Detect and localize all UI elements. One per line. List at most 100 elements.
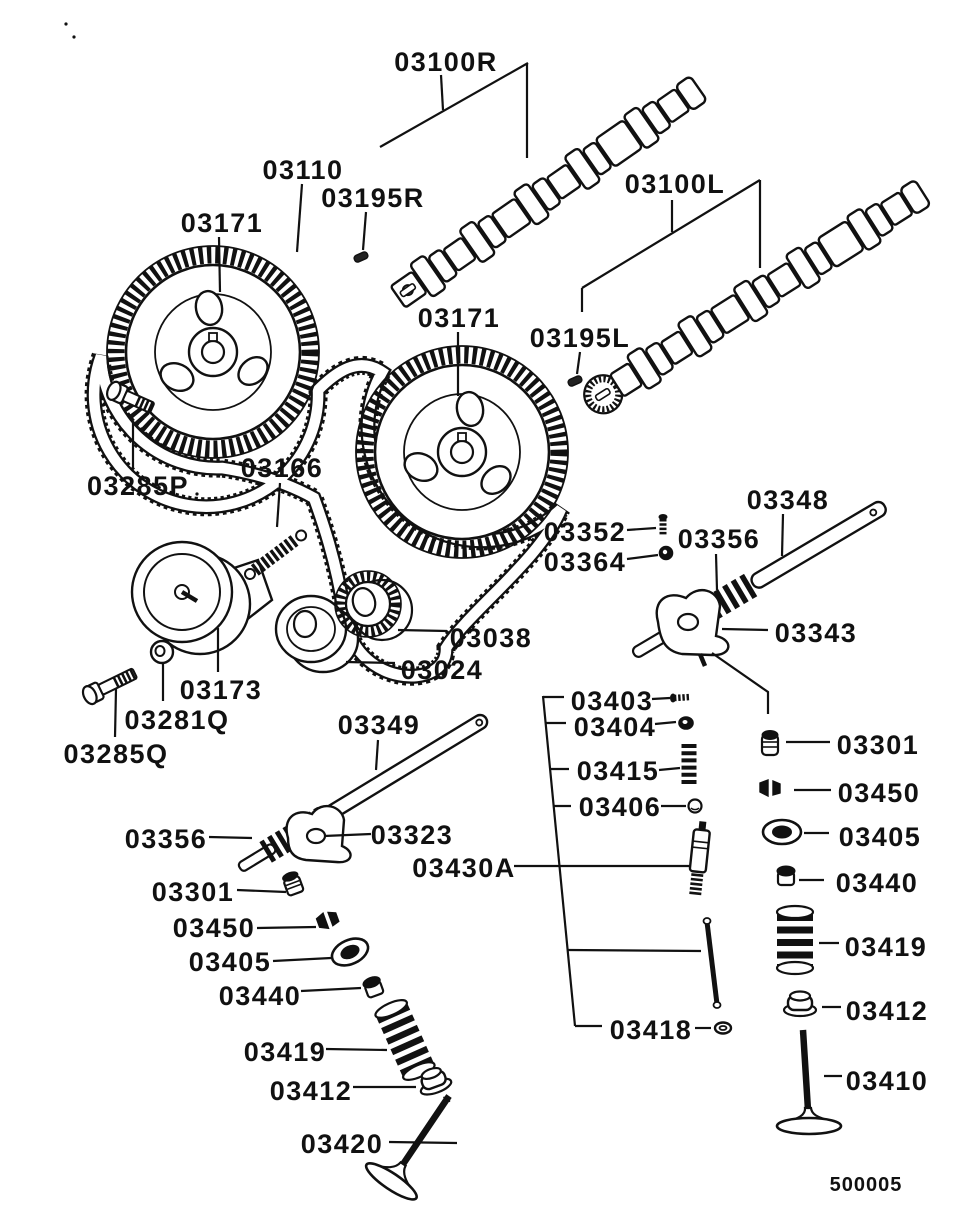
leader-03301L: [236, 888, 287, 894]
valve-stem-seal-right-drawing: [782, 990, 818, 1018]
label-03450R: 03450: [838, 778, 921, 808]
adjusting-nut-small-drawing: [658, 545, 674, 561]
part-labels: 03100R 03110 03195R 03171 03100L 03171 0…: [63, 47, 929, 1196]
valve-stem-seal-left-drawing: [419, 1066, 453, 1096]
bracket-mid-vertical: [541, 695, 577, 1027]
valve-spring-left-drawing: [374, 999, 436, 1081]
label-03410: 03410: [846, 1066, 929, 1096]
spring-retainer-left-drawing: [330, 937, 370, 967]
bolt-q-drawing: [81, 667, 138, 706]
label-03356L: 03356: [125, 824, 208, 854]
label-03343: 03343: [775, 618, 858, 648]
leader-03100R: [439, 74, 445, 111]
retainer-lock-left-drawing: [315, 911, 340, 930]
leader-03420: [388, 1140, 458, 1145]
leader-rocker-to-column: [711, 652, 770, 714]
leader-03348: [780, 513, 785, 557]
label-03404: 03404: [574, 712, 657, 742]
label-03450L: 03450: [173, 913, 256, 943]
adjuster-ball-drawing: [687, 798, 703, 814]
crank-sprocket-drawing: [334, 570, 414, 642]
leader-03195L: [575, 351, 582, 375]
leader-03419L: [325, 1047, 388, 1052]
leader-03352: [626, 526, 657, 532]
label-03323: 03323: [371, 820, 454, 850]
label-03100L: 03100L: [625, 169, 726, 199]
valve-spring-right-drawing: [775, 904, 815, 976]
leader-03349: [374, 739, 380, 771]
idler-pulley-drawing: [274, 594, 360, 674]
leader-03166: [275, 482, 282, 528]
leader-03323: [323, 832, 372, 838]
label-03171a: 03171: [181, 208, 264, 238]
bolt-p-drawing: [106, 380, 155, 414]
spring-seat-right-drawing: [776, 865, 796, 887]
rocker-arm-right-drawing: [655, 588, 730, 667]
woodruff-key-right-drawing: [353, 251, 369, 263]
label-03173: 03173: [180, 675, 263, 705]
belt-tensioner-drawing: [130, 540, 274, 656]
leader-03343: [721, 627, 769, 632]
label-03301L: 03301: [152, 877, 235, 907]
label-03195L: 03195L: [530, 323, 631, 353]
cam-sprocket-right-drawing: [355, 345, 569, 559]
camshaft-right-drawing: [390, 76, 707, 308]
rocker-arm-left-drawing: [285, 804, 352, 864]
spring-retainer-right-drawing: [761, 818, 803, 846]
bracket-tick-rod: [567, 948, 702, 953]
label-03301R: 03301: [837, 730, 920, 760]
leader-lines: [113, 62, 842, 1145]
valve-right-drawing: [775, 1029, 843, 1136]
woodruff-key-left-drawing: [567, 375, 583, 387]
spring-seat-left-drawing: [362, 976, 385, 999]
print-speck: [195, 492, 199, 496]
leader-03450L: [256, 925, 317, 930]
valve-adjusting-screw-drawing: [688, 821, 711, 897]
label-03100R: 03100R: [394, 47, 498, 77]
leader-03195R: [361, 211, 368, 251]
label-03412R: 03412: [846, 996, 929, 1026]
label-03364: 03364: [544, 547, 627, 577]
leader-03171a: [217, 236, 222, 293]
label-03406: 03406: [579, 792, 662, 822]
label-03110: 03110: [262, 155, 343, 185]
label-03419R: 03419: [845, 932, 928, 962]
leader-03285Q: [113, 688, 118, 738]
adjuster-rod-drawing: [702, 917, 722, 1009]
label-03024: 03024: [401, 655, 484, 685]
label-03440R: 03440: [836, 868, 919, 898]
label-03281Q: 03281Q: [124, 705, 229, 735]
tappet-plug-right-drawing: [760, 730, 780, 757]
washer-drawing: [149, 639, 175, 665]
label-03415: 03415: [577, 756, 660, 786]
label-03420: 03420: [301, 1129, 384, 1159]
print-speck: [64, 22, 68, 26]
leader-03356L: [208, 835, 253, 840]
label-03285Q: 03285Q: [63, 739, 168, 769]
label-03405L: 03405: [189, 947, 272, 977]
label-03349: 03349: [338, 710, 421, 740]
camshaft-left-drawing: [583, 180, 931, 415]
leader-03415: [658, 766, 681, 772]
leader-03100L-diag: [581, 179, 761, 289]
label-03166: 03166: [241, 453, 324, 483]
label-03405R: 03405: [839, 822, 922, 852]
print-speck: [72, 35, 76, 39]
cam-sprocket-left-drawing: [106, 245, 320, 459]
retainer-lock-right-drawing: [759, 778, 781, 798]
label-03440L: 03440: [219, 981, 302, 1011]
adjusting-nut-drawing: [678, 716, 694, 730]
label-03418: 03418: [610, 1015, 693, 1045]
leader-03405L: [272, 956, 332, 963]
leader-03440L: [300, 986, 362, 993]
tappet-plug-left-drawing: [282, 871, 305, 897]
label-03419L: 03419: [244, 1037, 327, 1067]
leader-03100R-diag: [379, 62, 529, 148]
label-03038: 03038: [450, 623, 533, 653]
label-03195R: 03195R: [321, 183, 425, 213]
label-03285P: 03285P: [87, 471, 189, 501]
label-03412L: 03412: [270, 1076, 353, 1106]
leader-03024: [345, 660, 396, 665]
